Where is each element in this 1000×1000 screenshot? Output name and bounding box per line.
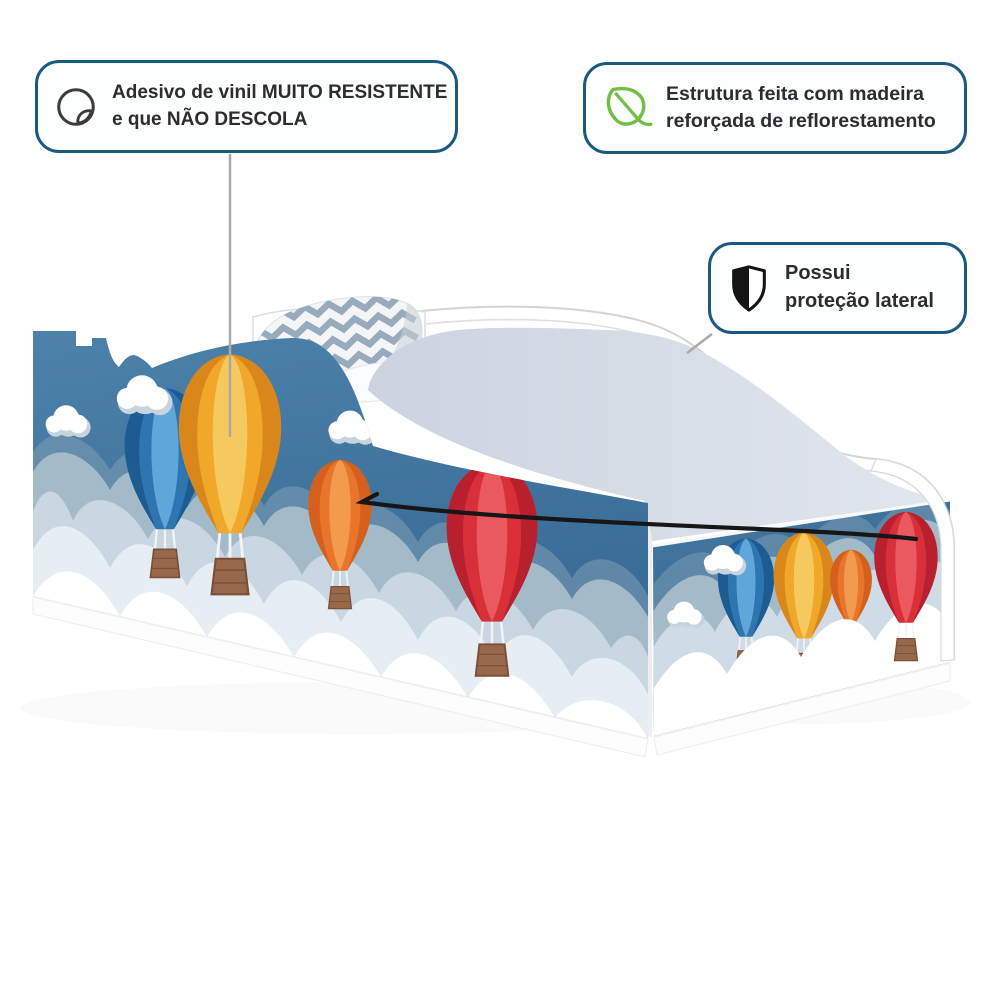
callout-protection-line2: proteção lateral <box>785 290 934 312</box>
callout-vinyl-line2: e que NÃO DESCOLA <box>112 108 308 130</box>
side-rail-corner <box>870 458 955 662</box>
callout-vinyl-sticker: Adesivo de vinil MUITO RESISTENTE e que … <box>35 60 458 153</box>
callout-vinyl-line1: Adesivo de vinil MUITO RESISTENTE <box>112 82 448 104</box>
callout-side-protection: Possui proteção lateral <box>708 242 967 334</box>
callout-vinyl-text: Adesivo de vinil MUITO RESISTENTE e que … <box>112 80 447 132</box>
annotation-line <box>355 491 919 542</box>
leaf-icon <box>606 86 653 127</box>
callout-wood-text: Estrutura feita com madeira reforçada de… <box>666 81 936 135</box>
sticker-icon <box>57 87 95 126</box>
shield-icon <box>732 265 766 312</box>
callout-wood-line2: reforçada de reflorestamento <box>666 110 936 132</box>
callout-connector-protection <box>686 333 713 354</box>
callout-wood-line1: Estrutura feita com madeira <box>666 83 924 106</box>
callout-protection-text: Possui proteção lateral <box>785 260 934 315</box>
callout-protection-line1: Possui <box>785 262 851 285</box>
mattress-deck <box>368 327 946 541</box>
callout-wood-structure: Estrutura feita com madeira reforçada de… <box>583 62 967 154</box>
bed-base <box>32 596 951 758</box>
